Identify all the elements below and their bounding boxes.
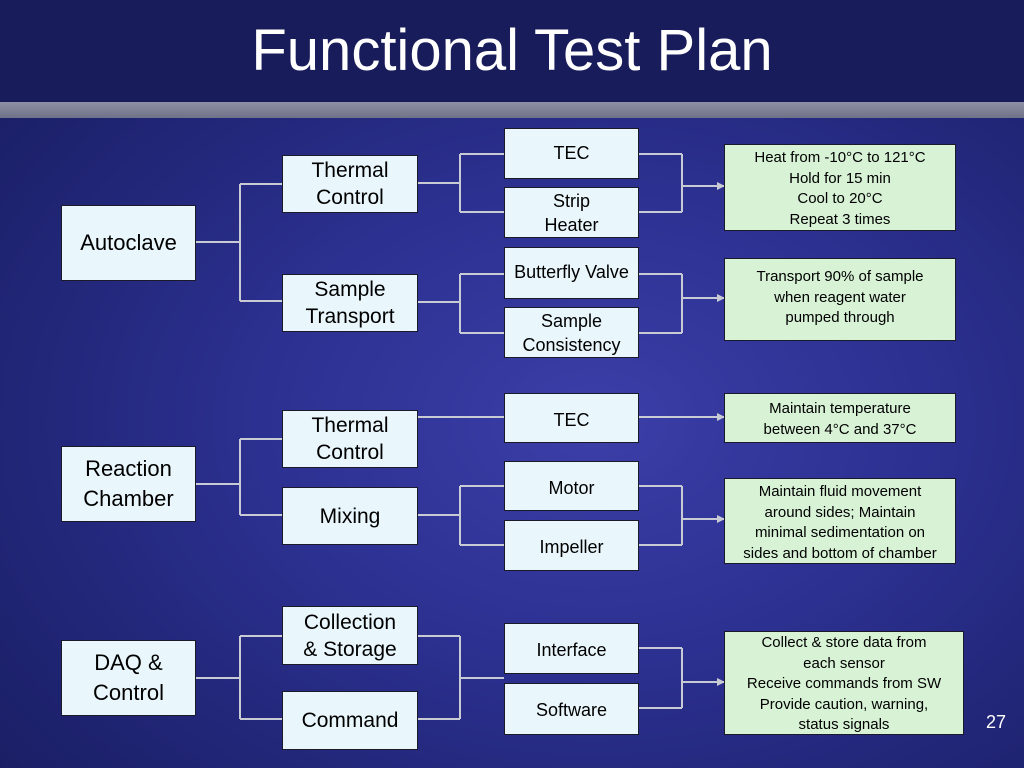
connector-reaction-mixing	[418, 485, 504, 546]
component-label: Sample Consistency	[522, 310, 621, 355]
title-divider-band	[0, 102, 1024, 118]
component-strip-heater: Strip Heater	[504, 187, 639, 238]
component-label: Butterfly Valve	[514, 262, 629, 282]
connector-autoclave-thermal-spec	[639, 153, 724, 213]
requirement-text: Heat from -10°C to 121°C Hold for 15 min…	[754, 149, 926, 228]
connector-autoclave	[196, 183, 282, 302]
category-label: Autoclave	[80, 230, 177, 255]
subsystem-label: Mixing	[319, 504, 381, 528]
requirement-daq-control: Collect & store data from each sensor Re…	[724, 631, 964, 735]
connector-autoclave-thermal	[418, 153, 504, 213]
component-sample-consistency: Sample Consistency	[504, 307, 639, 358]
subsystem-label: Collection & Storage	[303, 610, 397, 661]
component-interface: Interface	[504, 623, 639, 674]
component-label: Strip Heater	[544, 190, 599, 235]
title-bar	[0, 0, 1024, 103]
connector-daq-components	[418, 635, 504, 720]
component-label: Motor	[548, 478, 595, 498]
component-label: TEC	[553, 410, 590, 430]
connector-reaction	[196, 438, 282, 516]
category-reaction-chamber: Reaction Chamber	[61, 446, 196, 522]
subsystem-mixing: Mixing	[282, 487, 418, 545]
requirement-text: Transport 90% of sample when reagent wat…	[756, 268, 924, 326]
subsystem-label: Sample Transport	[305, 278, 395, 328]
component-label: Interface	[536, 640, 607, 660]
component-label: Software	[535, 700, 608, 720]
component-reaction-tec: TEC	[504, 393, 639, 443]
category-daq-control: DAQ & Control	[61, 640, 196, 716]
requirement-text: Collect & store data from each sensor Re…	[746, 634, 942, 733]
category-label: Reaction Chamber	[83, 456, 174, 511]
category-autoclave: Autoclave	[61, 205, 196, 281]
requirement-autoclave-thermal: Heat from -10°C to 121°C Hold for 15 min…	[724, 144, 956, 231]
connector-reaction-mixing-spec	[639, 485, 724, 546]
connector-autoclave-transport	[418, 273, 504, 334]
slide-title: Functional Test Plan	[251, 18, 773, 83]
connector-daq	[196, 635, 282, 720]
component-butterfly-valve: Butterfly Valve	[504, 247, 639, 299]
component-software: Software	[504, 683, 639, 735]
component-label: Impeller	[539, 537, 604, 557]
subsystem-label: Thermal Control	[311, 414, 389, 464]
subsystem-autoclave-thermal-control: Thermal Control	[282, 155, 418, 213]
page-number: 27	[985, 712, 1006, 732]
component-label: TEC	[553, 143, 590, 163]
subsystem-label: Thermal Control	[311, 159, 389, 209]
component-motor: Motor	[504, 461, 639, 511]
connector-autoclave-transport-spec	[639, 273, 724, 334]
subsystem-reaction-thermal-control: Thermal Control	[282, 410, 418, 468]
subsystem-sample-transport: Sample Transport	[282, 274, 418, 332]
subsystem-command: Command	[282, 691, 418, 750]
category-label: DAQ & Control	[93, 650, 164, 705]
component-autoclave-tec: TEC	[504, 128, 639, 179]
requirement-mixing: Maintain fluid movement around sides; Ma…	[724, 478, 956, 564]
requirement-sample-transport: Transport 90% of sample when reagent wat…	[724, 258, 956, 341]
subsystem-collection-storage: Collection & Storage	[282, 606, 418, 665]
subsystem-label: Command	[301, 709, 399, 732]
connector-daq-spec	[639, 647, 724, 709]
component-impeller: Impeller	[504, 520, 639, 571]
requirement-text: Maintain temperature between 4°C and 37°…	[763, 400, 917, 438]
requirement-reaction-thermal: Maintain temperature between 4°C and 37°…	[724, 393, 956, 443]
requirement-text: Maintain fluid movement around sides; Ma…	[743, 483, 937, 562]
